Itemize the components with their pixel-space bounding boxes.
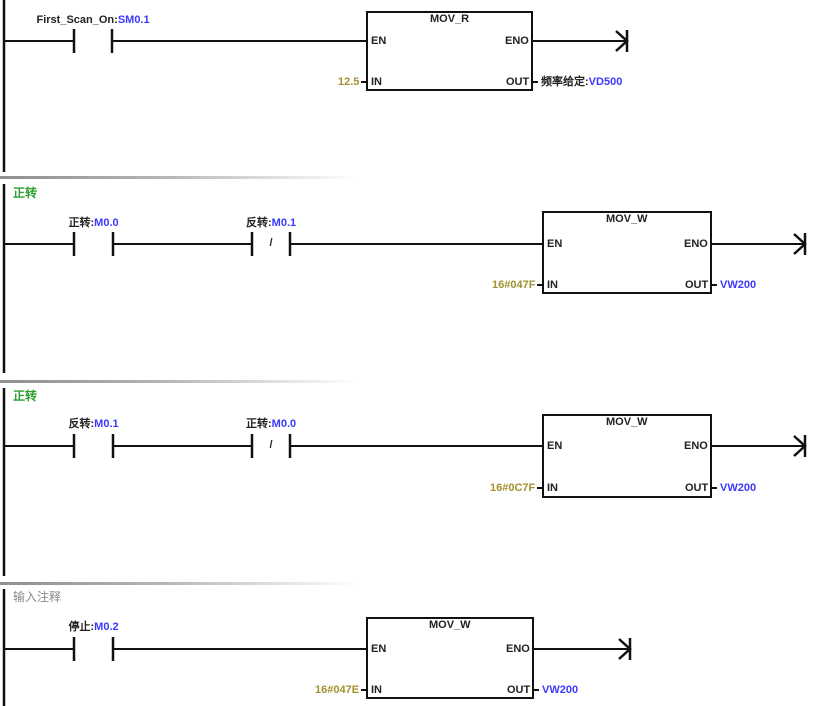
contact-symbol: 反转 [246,217,272,229]
en-pin-label: EN [371,643,387,655]
out-pin-label: OUT [506,76,530,88]
out-address: VD500 [588,76,623,88]
contact-label[interactable]: 反转M0.1 [246,217,296,229]
contact-address: M0.0 [94,217,119,229]
out-operand[interactable]: VW200 [720,279,756,291]
out-address: VW200 [720,482,757,494]
contact-label[interactable]: 正转M0.0 [69,217,119,229]
contact-symbol: 反转 [69,418,95,430]
out-pin-label: OUT [507,684,531,696]
instruction-box-border [542,414,712,498]
contact-address: M0.2 [94,621,119,633]
out-address: VW200 [720,279,757,291]
instruction-title: MOV_W [606,416,648,428]
instruction-title: MOV_W [606,213,648,225]
contact-no[interactable] [72,29,114,53]
en-pin-label: EN [371,35,387,47]
contact-no[interactable] [72,434,115,458]
rung-end-arrow-icon [793,233,807,255]
out-operand[interactable]: 频率给定VD500 [541,76,622,88]
in-pin-label: IN [371,684,382,696]
out-operand[interactable]: VW200 [542,684,578,696]
rung-end-arrow-icon [615,30,629,52]
instruction-box[interactable] [537,211,717,294]
contact-symbol: First_Scan_On [37,14,118,26]
contact-address: M0.1 [271,217,297,229]
contact-nc-slash: / [269,439,273,451]
en-pin-label: EN [547,238,563,250]
in-operand[interactable]: 16#047F [492,279,536,291]
network-1 [2,0,629,172]
network-2 [2,184,807,373]
contact-label[interactable]: 反转M0.1 [69,418,119,430]
eno-pin-label: ENO [684,238,708,250]
rung-end-arrow-icon [618,638,632,660]
in-operand[interactable]: 12.5 [338,76,360,88]
eno-pin-label: ENO [684,440,708,452]
contact-label[interactable]: 正转M0.0 [246,418,296,430]
contact-label[interactable]: 停止M0.2 [69,621,119,633]
instruction-box[interactable] [537,414,717,498]
instruction-box-border [542,211,712,294]
out-pin-label: OUT [685,482,709,494]
en-pin-label: EN [547,440,563,452]
instruction-title: MOV_W [429,619,471,631]
instruction-box[interactable] [361,11,538,91]
contact-nc-slash: / [269,237,273,249]
out-symbol: 频率给定 [541,76,589,88]
eno-pin-label: ENO [506,643,530,655]
in-pin-label: IN [547,279,558,291]
out-pin-label: OUT [685,279,709,291]
contact-address: M0.1 [94,418,119,430]
in-operand[interactable]: 16#0C7F [490,482,536,494]
contact-symbol: 正转 [246,418,272,430]
rung-end-arrow-icon [793,435,807,457]
out-operand[interactable]: VW200 [720,482,756,494]
contact-symbol: 正转 [69,217,95,229]
in-pin-label: IN [547,482,558,494]
network-comment[interactable]: 正转 [13,389,38,403]
network-comment[interactable]: 正转 [13,186,38,200]
network-separator [0,176,360,179]
network-3 [2,388,807,576]
out-address: VW200 [542,684,579,696]
network-4 [2,589,632,706]
contact-no[interactable] [72,637,115,661]
contact-no[interactable] [72,232,115,256]
in-operand[interactable]: 16#047E [315,684,360,696]
contact-symbol: 停止 [69,621,95,633]
contact-address: SM0.1 [117,14,150,26]
instruction-title: MOV_R [430,13,470,25]
network-comment[interactable]: 输入注释 [13,590,62,604]
instruction-box-border [366,617,534,699]
contact-label[interactable]: First_Scan_OnSM0.1 [37,14,150,26]
instruction-box-border [366,11,533,91]
contact-address: M0.0 [271,418,297,430]
network-separator [0,380,360,383]
in-pin-label: IN [371,76,382,88]
instruction-box[interactable] [361,617,539,699]
network-separator [0,582,360,585]
eno-pin-label: ENO [505,35,529,47]
